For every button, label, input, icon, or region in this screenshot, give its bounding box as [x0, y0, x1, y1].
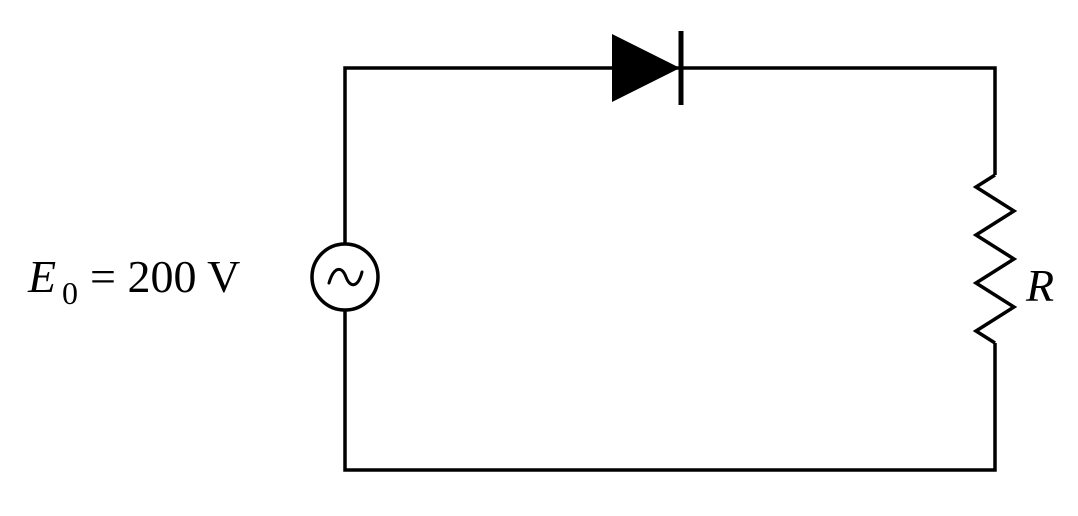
source-label-value: = 200 V — [90, 251, 240, 302]
resistor-zigzag-icon — [972, 173, 1018, 345]
ac-source — [310, 242, 380, 312]
source-label-variable: E — [27, 251, 56, 302]
source-label-subscript: 0 — [62, 275, 78, 311]
diode-icon — [612, 31, 684, 105]
wire-top-loop — [343, 66, 997, 244]
resistor-label: R — [1025, 260, 1054, 311]
wire-bottom-loop — [343, 310, 997, 472]
source-label: E 0 = 200 V — [27, 251, 240, 311]
diode-triangle — [612, 34, 680, 102]
ac-sine-tilde-icon — [327, 268, 364, 287]
circuit-wires — [343, 66, 997, 472]
